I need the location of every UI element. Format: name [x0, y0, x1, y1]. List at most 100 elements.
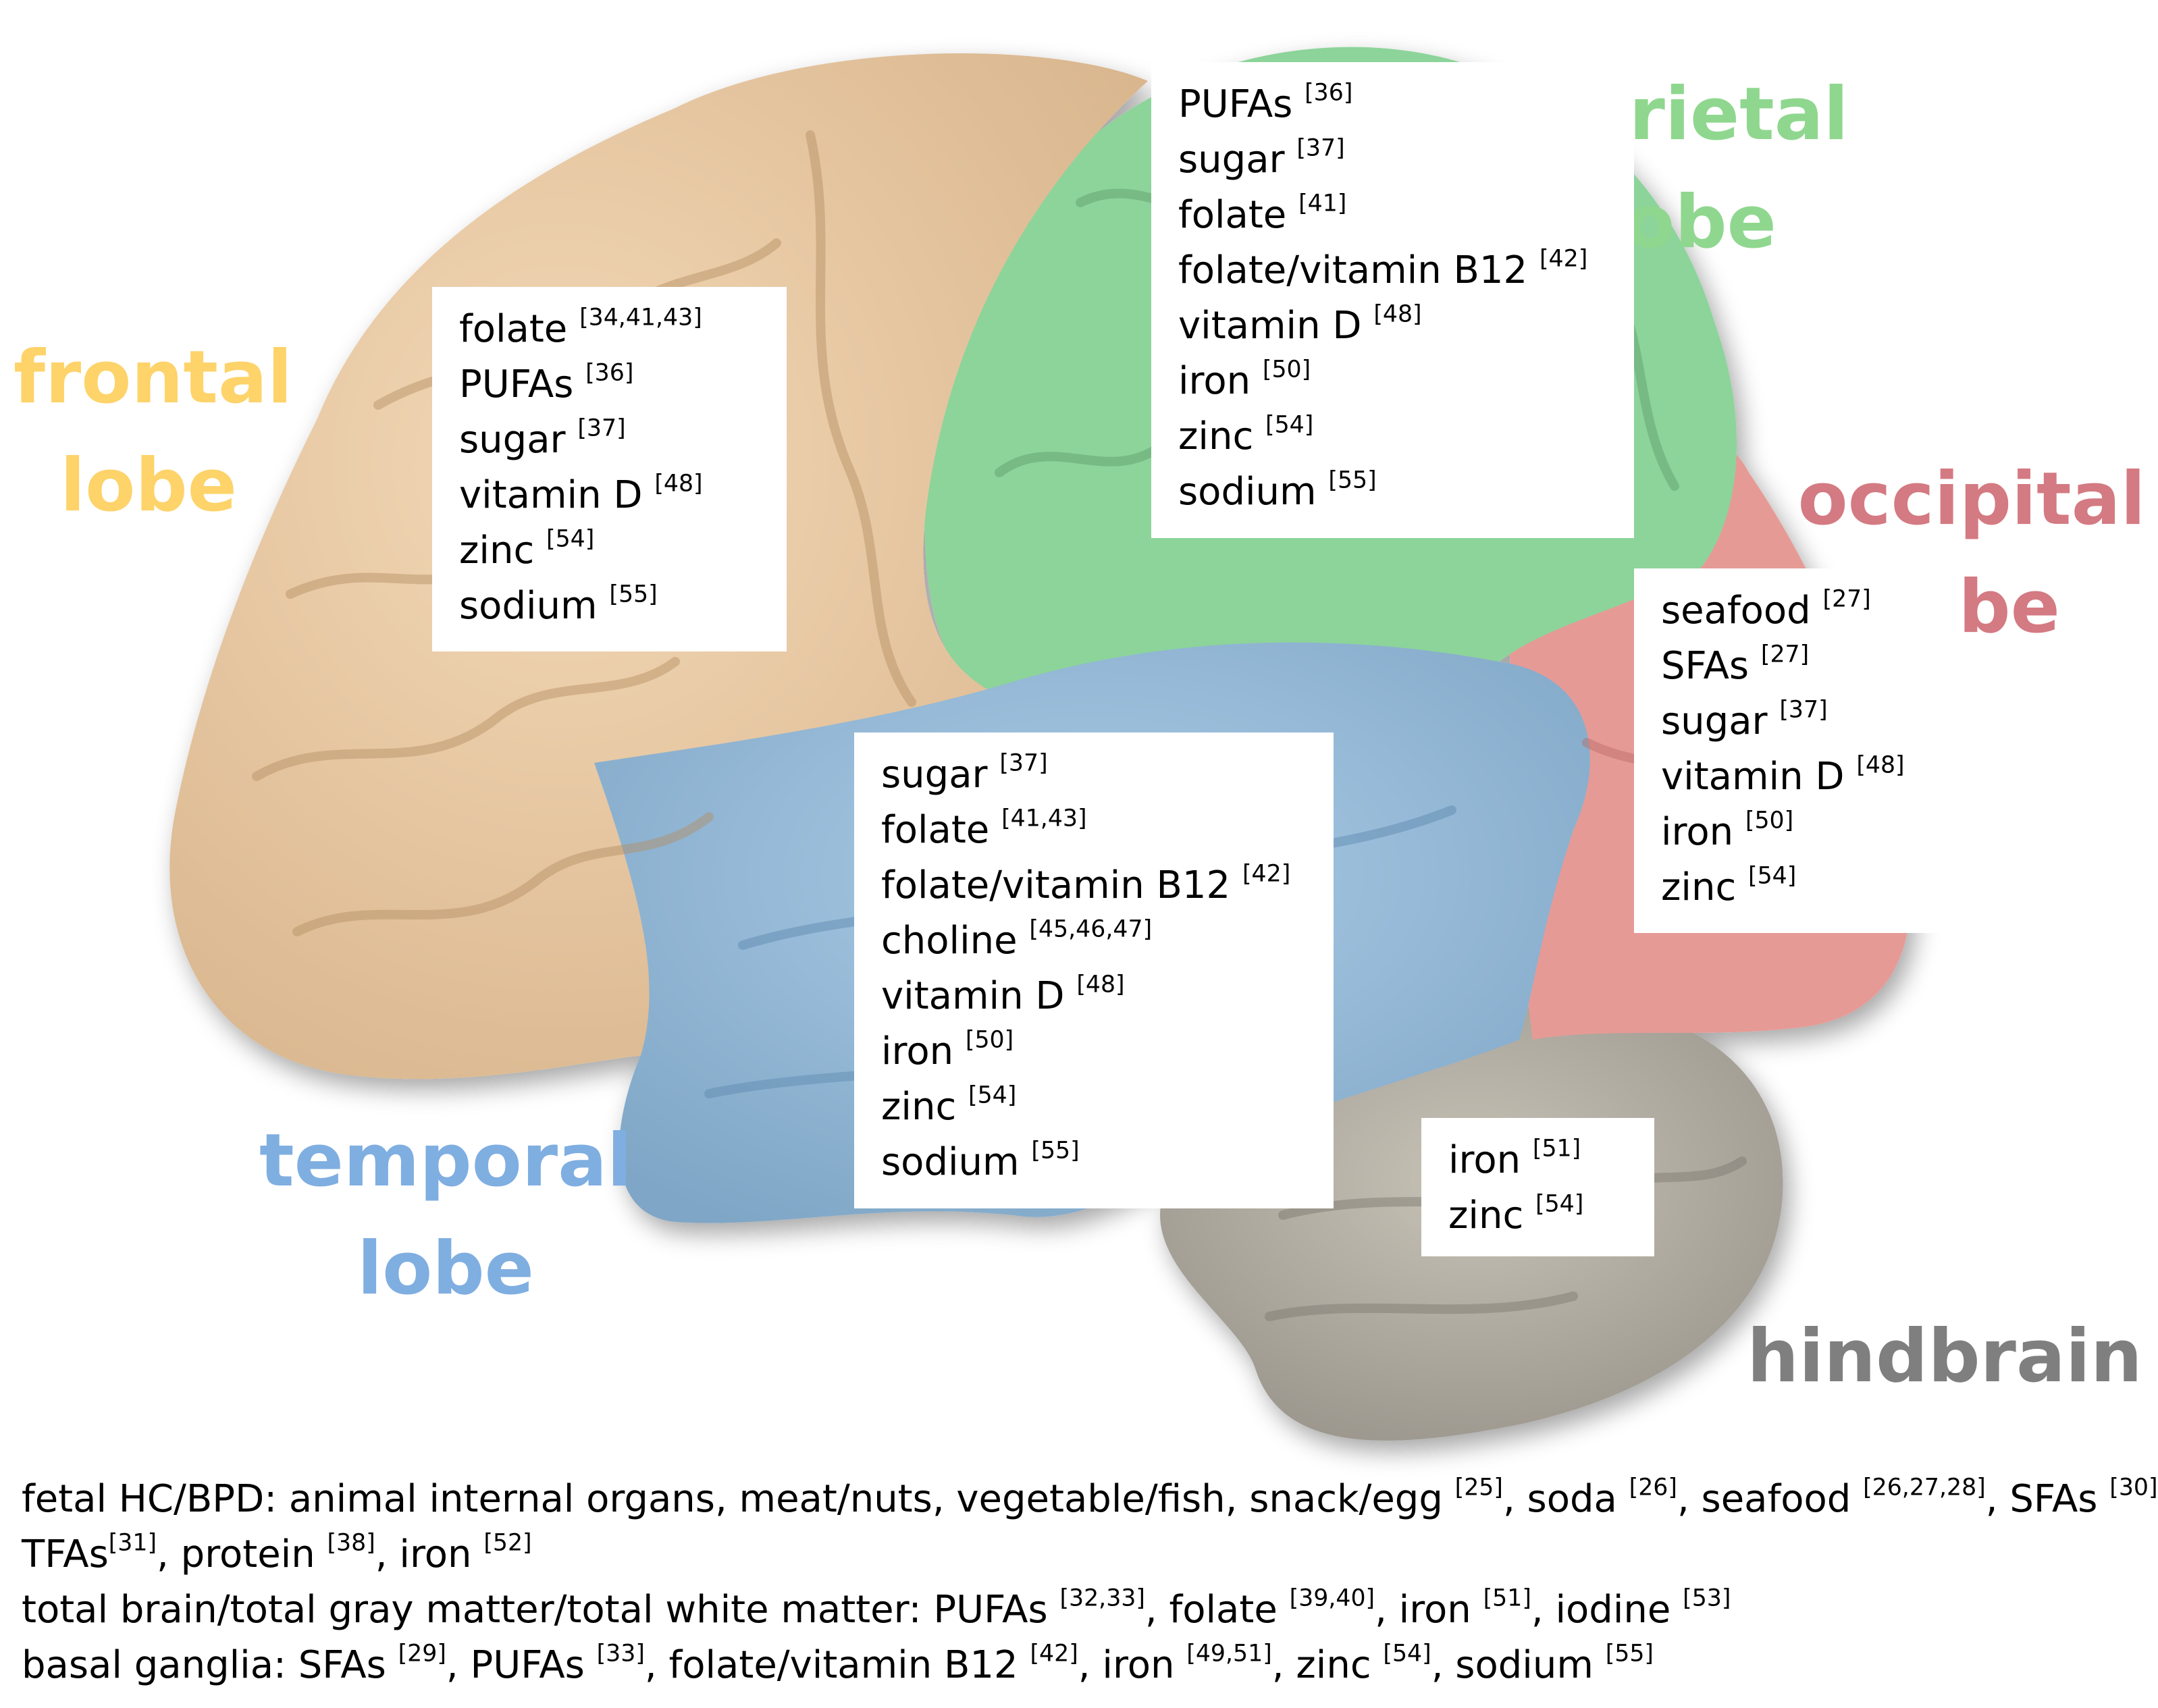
nutrient-item: vitamin D [48] — [459, 468, 760, 523]
nutrient-name: zinc — [1661, 865, 1737, 909]
nutrient-name: sodium — [459, 584, 598, 628]
nutrient-item: PUFAs [36] — [459, 357, 760, 412]
nutrient-ref: [50] — [965, 1026, 1014, 1054]
occipital-label-line1: occipital — [1797, 457, 2146, 541]
hindbrain-nutrient-box: iron [51]zinc [54] — [1421, 1118, 1654, 1256]
nutrient-ref: [50] — [1262, 356, 1311, 383]
frontal-label-line2: lobe — [60, 444, 237, 528]
nutrient-item: iron [50] — [881, 1024, 1307, 1079]
nutrient-item: seafood [27] — [1661, 583, 1931, 639]
nutrient-item: zinc [54] — [881, 1079, 1307, 1135]
caption-ref: [51] — [1483, 1584, 1531, 1612]
nutrient-ref: [54] — [1748, 862, 1797, 890]
caption-ref: [38] — [327, 1529, 375, 1557]
caption-text: , PUFAs — [446, 1643, 597, 1687]
nutrient-item: folate [41] — [1178, 188, 1607, 243]
caption-text: , protein — [157, 1532, 327, 1576]
nutrient-name: iron — [1448, 1138, 1521, 1182]
nutrient-item: folate [41,43] — [881, 803, 1307, 858]
nutrient-ref: [54] — [1265, 411, 1314, 439]
caption-line: basal ganglia: SFAs [29], PUFAs [33], fo… — [22, 1638, 2149, 1693]
nutrient-name: zinc — [881, 1085, 957, 1129]
nutrient-ref: [55] — [1031, 1137, 1080, 1165]
nutrient-ref: [54] — [1535, 1190, 1584, 1218]
nutrient-item: vitamin D [48] — [1661, 749, 1931, 805]
caption-ref: [55] — [1605, 1640, 1654, 1667]
nutrient-item: SFAs [27] — [1661, 639, 1931, 694]
caption-text: , soda — [1502, 1477, 1629, 1521]
nutrient-item: sodium [55] — [881, 1135, 1307, 1190]
caption-block: fetal HC/BPD: animal internal organs, me… — [22, 1472, 2158, 1693]
temporal-lobe-label: temporal lobe — [257, 1107, 635, 1323]
nutrient-ref: [54] — [968, 1082, 1017, 1109]
nutrient-name: PUFAs — [1178, 82, 1293, 126]
caption-text: , folate — [1144, 1588, 1290, 1632]
nutrient-name: folate — [459, 307, 568, 351]
nutrient-item: choline [45,46,47] — [881, 913, 1307, 969]
caption-ref: [49,51] — [1186, 1640, 1272, 1667]
nutrient-item: zinc [54] — [1178, 409, 1607, 464]
nutrient-name: sugar — [1178, 138, 1285, 182]
nutrient-ref: [34,41,43] — [579, 304, 702, 331]
nutrient-ref: [54] — [546, 525, 595, 553]
caption-ref: [52] — [483, 1529, 532, 1557]
nutrient-ref: [48] — [1373, 300, 1422, 328]
nutrient-name: vitamin D — [459, 473, 643, 517]
temporal-label-line1: temporal — [259, 1119, 633, 1203]
caption-ref: [26,27,28] — [1863, 1474, 1986, 1501]
nutrient-ref: [37] — [1296, 134, 1345, 162]
caption-line: TFAs[31], protein [38], iron [52] — [22, 1527, 2149, 1582]
caption-text: , SFAs — [1985, 1477, 2110, 1521]
caption-ref: [32,33] — [1059, 1584, 1145, 1612]
nutrient-ref: [27] — [1822, 585, 1871, 613]
nutrient-ref: [37] — [577, 415, 626, 442]
nutrient-item: sugar [37] — [1178, 132, 1607, 188]
nutrient-ref: [37] — [999, 749, 1048, 777]
caption-text: , iron — [1078, 1643, 1187, 1687]
caption-ref: [30] — [2109, 1474, 2158, 1501]
nutrient-ref: [51] — [1532, 1135, 1581, 1163]
caption-ref: [54] — [1383, 1640, 1431, 1667]
caption-text: , zinc — [1271, 1643, 1384, 1687]
caption-ref: [39,40] — [1289, 1584, 1375, 1612]
nutrient-name: zinc — [1178, 415, 1254, 458]
nutrient-item: sodium [55] — [459, 579, 760, 634]
nutrient-name: sugar — [881, 753, 988, 797]
caption-ref: [25] — [1454, 1474, 1503, 1501]
nutrient-name: vitamin D — [1178, 304, 1362, 348]
nutrient-ref: [37] — [1779, 696, 1828, 724]
nutrient-item: vitamin D [48] — [1178, 298, 1607, 354]
nutrient-item: iron [50] — [1178, 354, 1607, 409]
caption-ref: [31] — [108, 1529, 157, 1557]
nutrient-item: PUFAs [36] — [1178, 77, 1607, 132]
caption-text: , seafood — [1677, 1477, 1864, 1521]
caption-text: , folate/vitamin B12 — [644, 1643, 1030, 1687]
caption-ref: [26] — [1629, 1474, 1677, 1501]
nutrient-item: zinc [54] — [1661, 860, 1931, 915]
nutrient-ref: [48] — [1856, 751, 1905, 779]
nutrient-name: seafood — [1661, 589, 1811, 633]
caption-ref: [42] — [1030, 1640, 1078, 1667]
nutrient-item: folate/vitamin B12 [42] — [881, 858, 1307, 913]
nutrient-name: SFAs — [1661, 644, 1749, 688]
nutrient-name: iron — [1178, 359, 1251, 403]
nutrient-item: zinc [54] — [1448, 1188, 1627, 1244]
nutrient-name: folate — [881, 808, 990, 852]
nutrient-name: zinc — [459, 529, 535, 572]
nutrient-item: iron [51] — [1448, 1133, 1627, 1188]
temporal-nutrient-box: sugar [37]folate [41,43]folate/vitamin B… — [854, 732, 1334, 1208]
frontal-label-line1: frontal — [14, 336, 292, 420]
nutrient-ref: [41,43] — [1001, 805, 1087, 832]
caption-text: , iron — [375, 1532, 484, 1576]
caption-ref: [29] — [398, 1640, 446, 1667]
hindbrain-label: hindbrain — [1742, 1303, 2147, 1411]
nutrient-name: iron — [881, 1030, 954, 1073]
caption-text: TFAs — [22, 1532, 109, 1576]
frontal-lobe-label: frontal lobe — [14, 324, 292, 540]
caption-text: , sodium — [1431, 1643, 1606, 1687]
nutrient-ref: [41] — [1298, 190, 1347, 217]
nutrient-name: sugar — [459, 418, 566, 462]
nutrient-name: vitamin D — [881, 974, 1065, 1018]
nutrient-item: iron [50] — [1661, 805, 1931, 860]
frontal-nutrient-box: folate [34,41,43] PUFAs [36] sugar [37] vit… — [432, 287, 787, 651]
